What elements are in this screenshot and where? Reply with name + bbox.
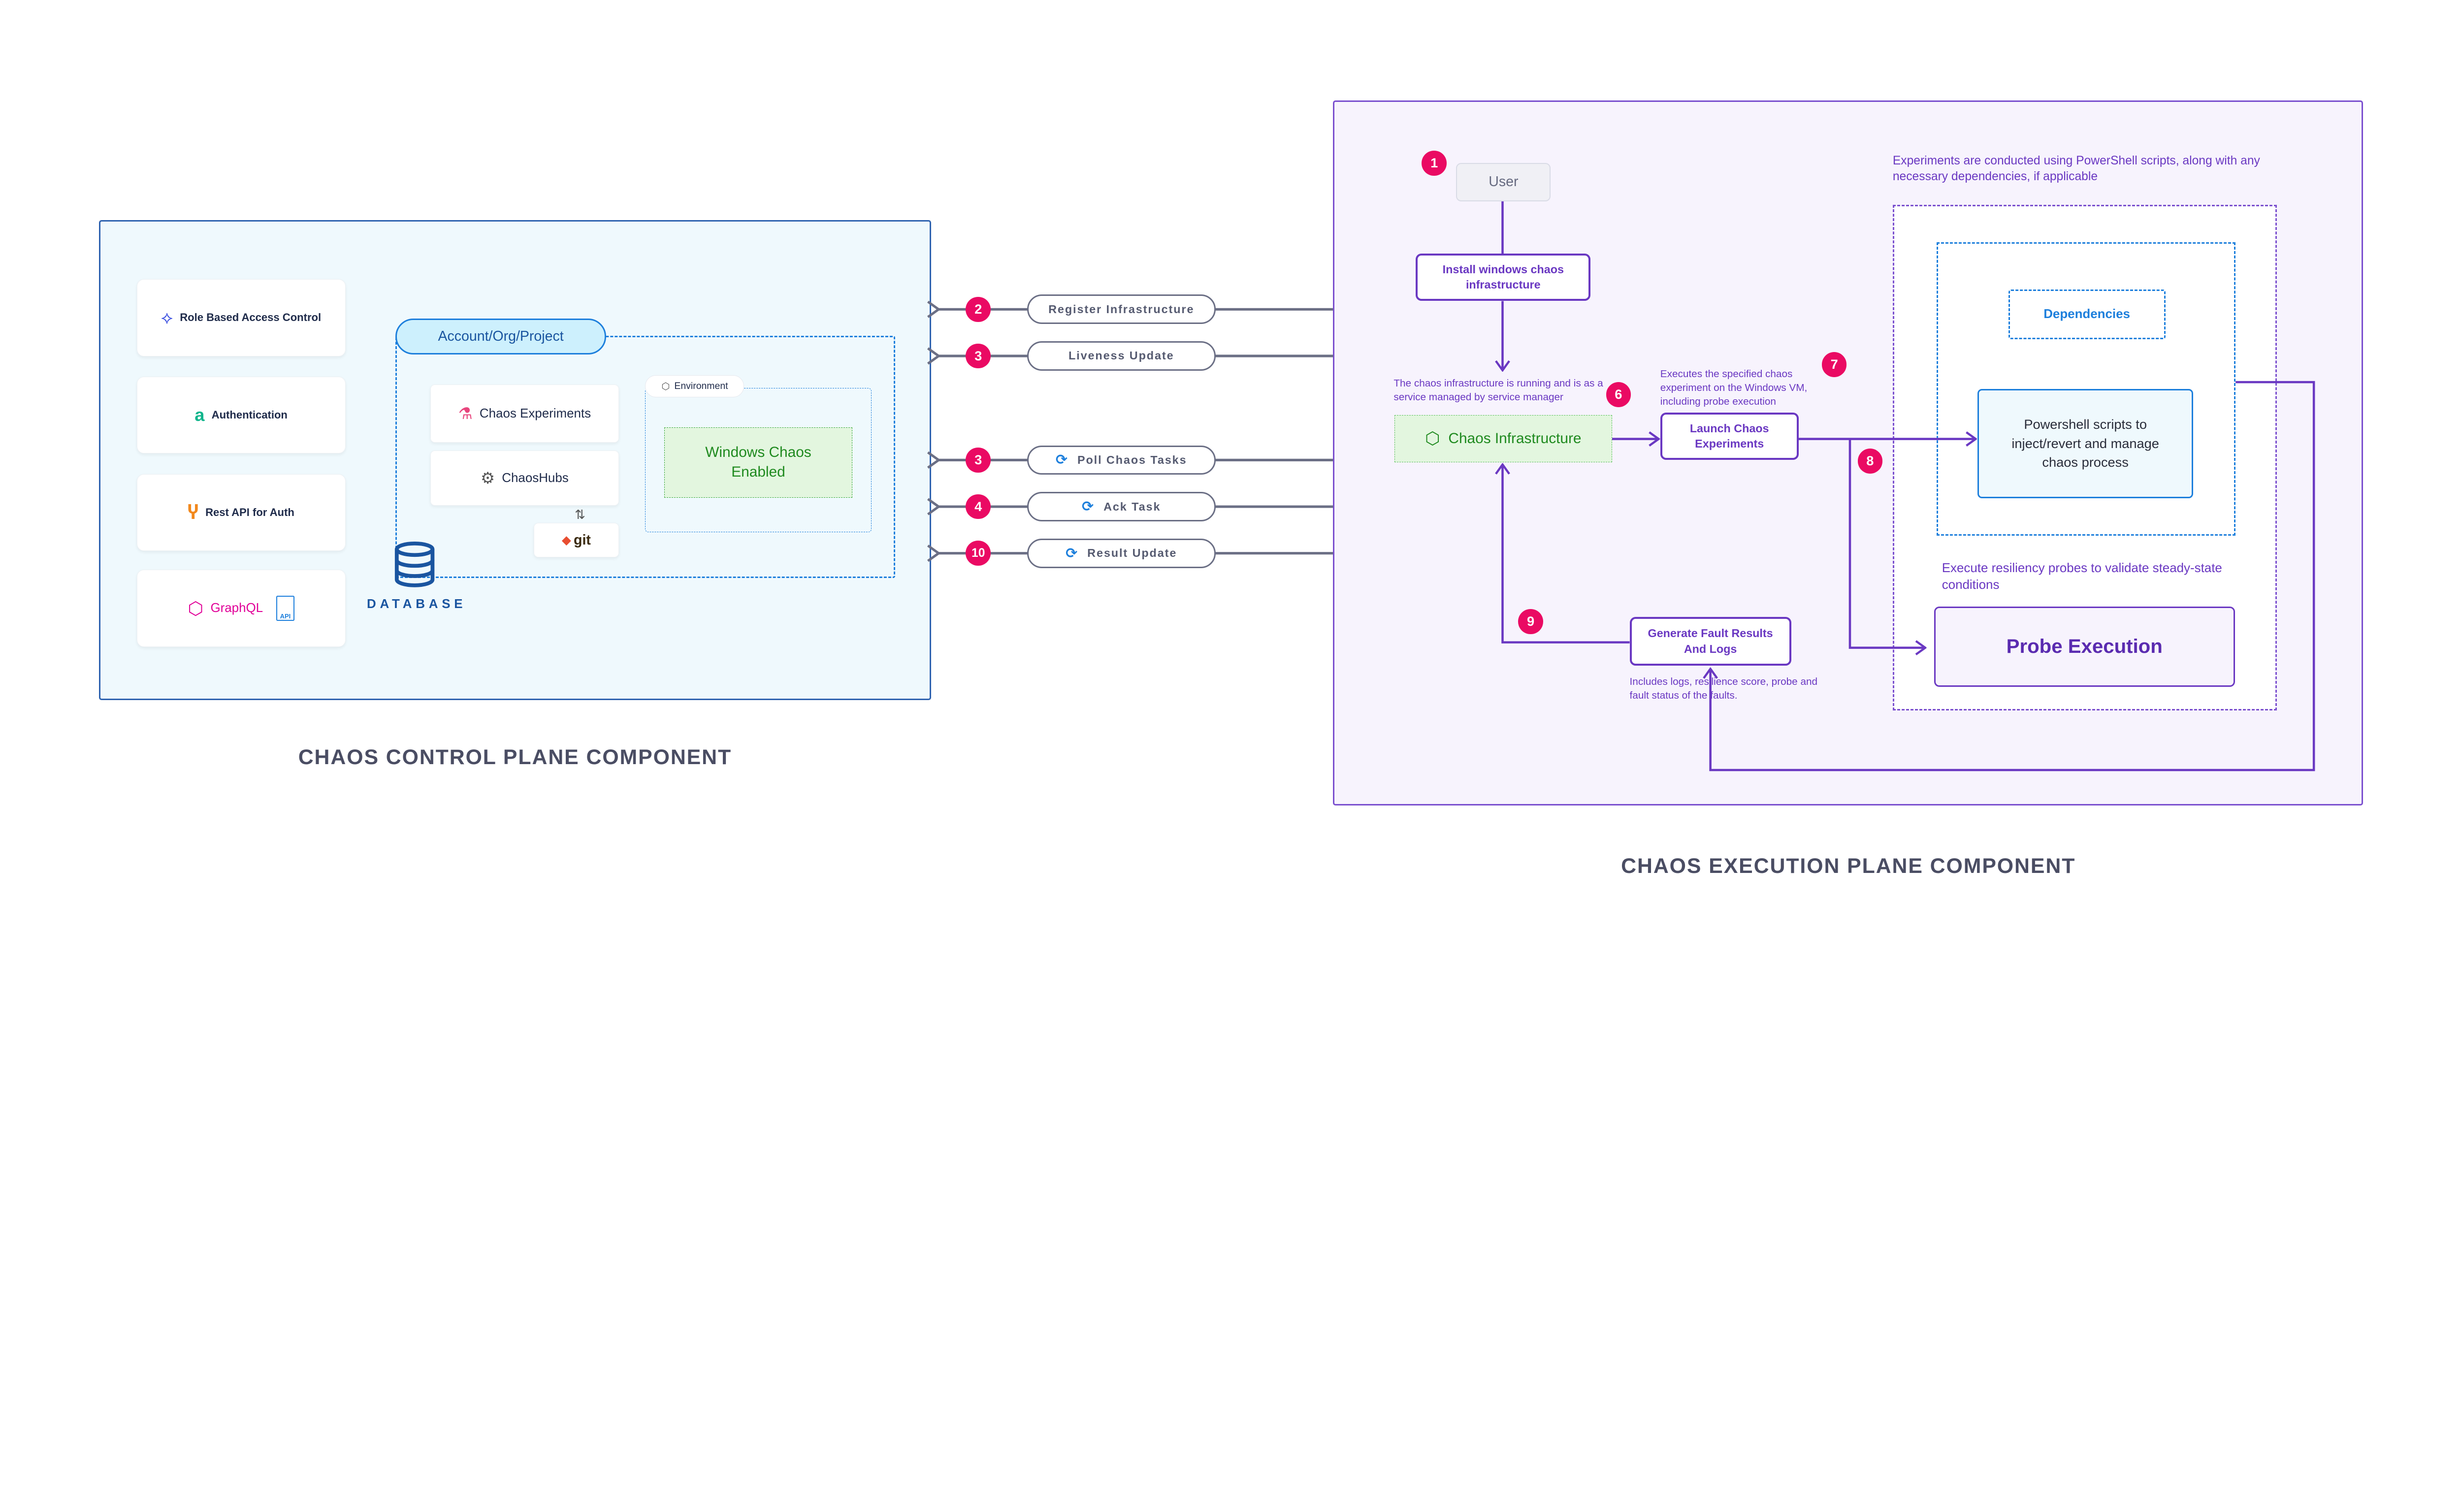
cycle-icon: ⟳ xyxy=(1082,499,1095,515)
pill-label: Result Update xyxy=(1087,547,1177,560)
experiments-note: Experiments are conducted using PowerShe… xyxy=(1892,154,2260,184)
control-plane-title: CHAOS CONTROL PLANE COMPONENT xyxy=(298,745,732,770)
install-infrastructure-box: Install windows chaos infrastructure xyxy=(1416,254,1591,301)
dependencies-box: Dependencies xyxy=(2008,290,2166,339)
install-label: Install windows chaos infrastructure xyxy=(1442,262,1564,291)
step-badge: 3 xyxy=(966,448,991,473)
launch-caption: Executes the specified chaos experiment … xyxy=(1660,368,1808,407)
card-label: Role Based Access Control xyxy=(180,311,322,324)
pill-label: Liveness Update xyxy=(1068,349,1174,362)
card-rbac[interactable]: ⟡ Role Based Access Control xyxy=(136,279,346,356)
execution-flow-lines xyxy=(0,201,2315,772)
account-scope-box xyxy=(395,336,895,578)
card-authentication[interactable]: a Authentication xyxy=(136,377,346,454)
git-card[interactable]: ◆ git xyxy=(534,523,619,558)
chaoshubs-label: ChaosHubs xyxy=(502,471,569,485)
probes-note: Execute resiliency probes to validate st… xyxy=(1942,561,2222,592)
user-label: User xyxy=(1489,174,1519,190)
cycle-icon: ⟳ xyxy=(1066,545,1079,561)
step-badge: 10 xyxy=(966,541,991,566)
card-label: Authentication xyxy=(211,409,288,421)
chaoshubs-card[interactable]: ⚙ ChaosHubs xyxy=(430,450,619,506)
api-label: API xyxy=(280,612,291,620)
chaoshub-icon: ⚙ xyxy=(480,469,495,487)
step-badge: 7 xyxy=(1821,352,1847,377)
chaos-infrastructure-label: Chaos Infrastructure xyxy=(1448,430,1582,447)
step-badge: 9 xyxy=(1518,609,1543,634)
pill-label: Register Infrastructure xyxy=(1048,302,1195,316)
powershell-label: Powershell scripts to inject/revert and … xyxy=(2011,417,2159,470)
windows-chaos-label: Windows Chaos Enabled xyxy=(705,444,811,481)
environment-label: Environment xyxy=(674,381,728,392)
generate-label: Generate Fault Results And Logs xyxy=(1648,627,1773,655)
cycle-icon: ⟳ xyxy=(1055,452,1069,468)
account-org-project-pill: Account/Org/Project xyxy=(395,319,606,355)
user-box: User xyxy=(1456,163,1551,201)
api-doc-icon: API xyxy=(276,595,294,621)
rbac-icon: ⟡ xyxy=(161,307,173,327)
flow-arrow xyxy=(1848,439,1925,648)
chaos-experiments-label: Chaos Experiments xyxy=(479,406,591,420)
card-graphql[interactable]: ⬡ GraphQL API xyxy=(136,570,346,647)
lock-icon: a xyxy=(194,405,205,425)
git-label: git xyxy=(574,532,591,548)
poll-chaos-tasks-pill: ⟳ Poll Chaos Tasks xyxy=(1027,445,1216,475)
flow-arrow xyxy=(1711,381,2315,772)
card-rest-api[interactable]: Ⴤ Rest API for Auth xyxy=(136,474,346,551)
account-label: Account/Org/Project xyxy=(438,328,564,345)
windows-chaos-enabled: Windows Chaos Enabled xyxy=(664,427,853,498)
infra-caption: The chaos infrastructure is running and … xyxy=(1393,378,1603,403)
dependencies-label: Dependencies xyxy=(2043,307,2130,321)
environment-tag: ⬡ Environment xyxy=(645,375,745,398)
pill-label: Ack Task xyxy=(1103,500,1161,513)
flask-icon: ⚗ xyxy=(458,405,473,423)
generate-caption: Includes logs, resilience score, probe a… xyxy=(1629,676,1818,702)
hexagon-icon: ⬡ xyxy=(1425,428,1440,448)
step-badge: 3 xyxy=(966,343,991,369)
chaos-experiments-card[interactable]: ⚗ Chaos Experiments xyxy=(430,385,619,443)
probe-execution-box: Probe Execution xyxy=(1934,607,2235,687)
powershell-scripts-box: Powershell scripts to inject/revert and … xyxy=(1977,388,2193,498)
api-branch-icon: Ⴤ xyxy=(188,502,198,523)
database-label: DATABASE xyxy=(366,597,467,611)
flow-arrow xyxy=(1502,464,1630,643)
ack-task-pill: ⟳ Ack Task xyxy=(1027,492,1216,521)
pill-label: Poll Chaos Tasks xyxy=(1077,453,1187,466)
git-icon: ◆ xyxy=(561,534,571,547)
database-icon xyxy=(393,542,437,588)
generate-results-box: Generate Fault Results And Logs xyxy=(1629,617,1791,666)
sync-arrows-icon: ⇅ xyxy=(575,508,585,522)
step-badge: 6 xyxy=(1606,382,1631,407)
step-badge: 8 xyxy=(1857,449,1883,474)
launch-chaos-experiments-box: Launch Chaos Experiments xyxy=(1660,413,1799,460)
result-update-pill: ⟳ Result Update xyxy=(1027,538,1216,568)
probe-execution-label: Probe Execution xyxy=(2006,635,2163,658)
chaos-infrastructure-box: ⬡ Chaos Infrastructure xyxy=(1394,415,1612,462)
card-label: Rest API for Auth xyxy=(205,506,294,519)
environment-box xyxy=(645,387,872,532)
script-scope-box xyxy=(1936,242,2236,536)
graphql-icon: ⬡ xyxy=(188,598,204,619)
register-infrastructure-pill: Register Infrastructure xyxy=(1027,294,1216,324)
graphql-label: GraphQL xyxy=(210,601,263,615)
liveness-update-pill: Liveness Update xyxy=(1027,341,1216,371)
step-badge: 2 xyxy=(966,297,991,322)
step-badge: 1 xyxy=(1422,151,1447,176)
launch-label: Launch Chaos Experiments xyxy=(1689,421,1769,450)
execution-plane-title: CHAOS EXECUTION PLANE COMPONENT xyxy=(1621,854,2076,878)
step-badge: 4 xyxy=(966,494,991,519)
environment-icon: ⬡ xyxy=(661,381,670,392)
